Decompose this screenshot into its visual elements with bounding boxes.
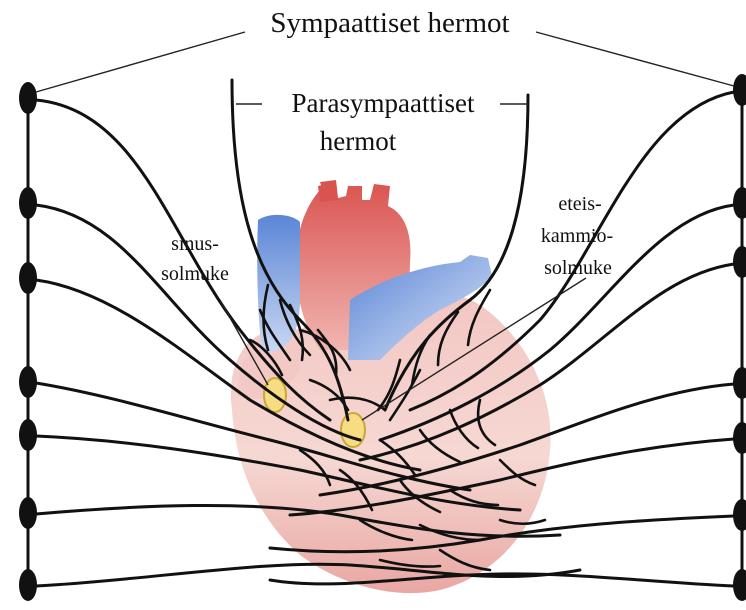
label-sinus-node-2: solmuke [161, 263, 229, 285]
ganglion-right-3 [733, 246, 746, 278]
ganglion-left-1 [19, 82, 37, 114]
label-av-node-3: solmuke [544, 257, 612, 279]
label-parasympathetic-1: Parasympaattiset [292, 88, 475, 118]
label-av-node-2: kammio- [541, 225, 613, 247]
ganglion-right-1 [733, 74, 746, 106]
ganglion-left-2 [19, 187, 37, 219]
ganglion-left-7 [19, 569, 37, 601]
sympathetic-chain-right [733, 74, 746, 601]
label-sympathetic: Sympaattiset hermot [270, 7, 509, 39]
ganglion-left-5 [19, 419, 37, 451]
av-node [341, 413, 365, 447]
label-sinus-node-1: sinus- [171, 233, 219, 255]
label-av-node-1: eteis- [558, 193, 601, 215]
ganglion-left-6 [19, 497, 37, 529]
sympathetic-chain-left [19, 82, 37, 601]
label-parasympathetic-2: hermot [320, 126, 397, 156]
ganglion-left-3 [19, 262, 37, 294]
ganglion-right-2 [733, 187, 746, 219]
ganglion-left-4 [19, 366, 37, 398]
